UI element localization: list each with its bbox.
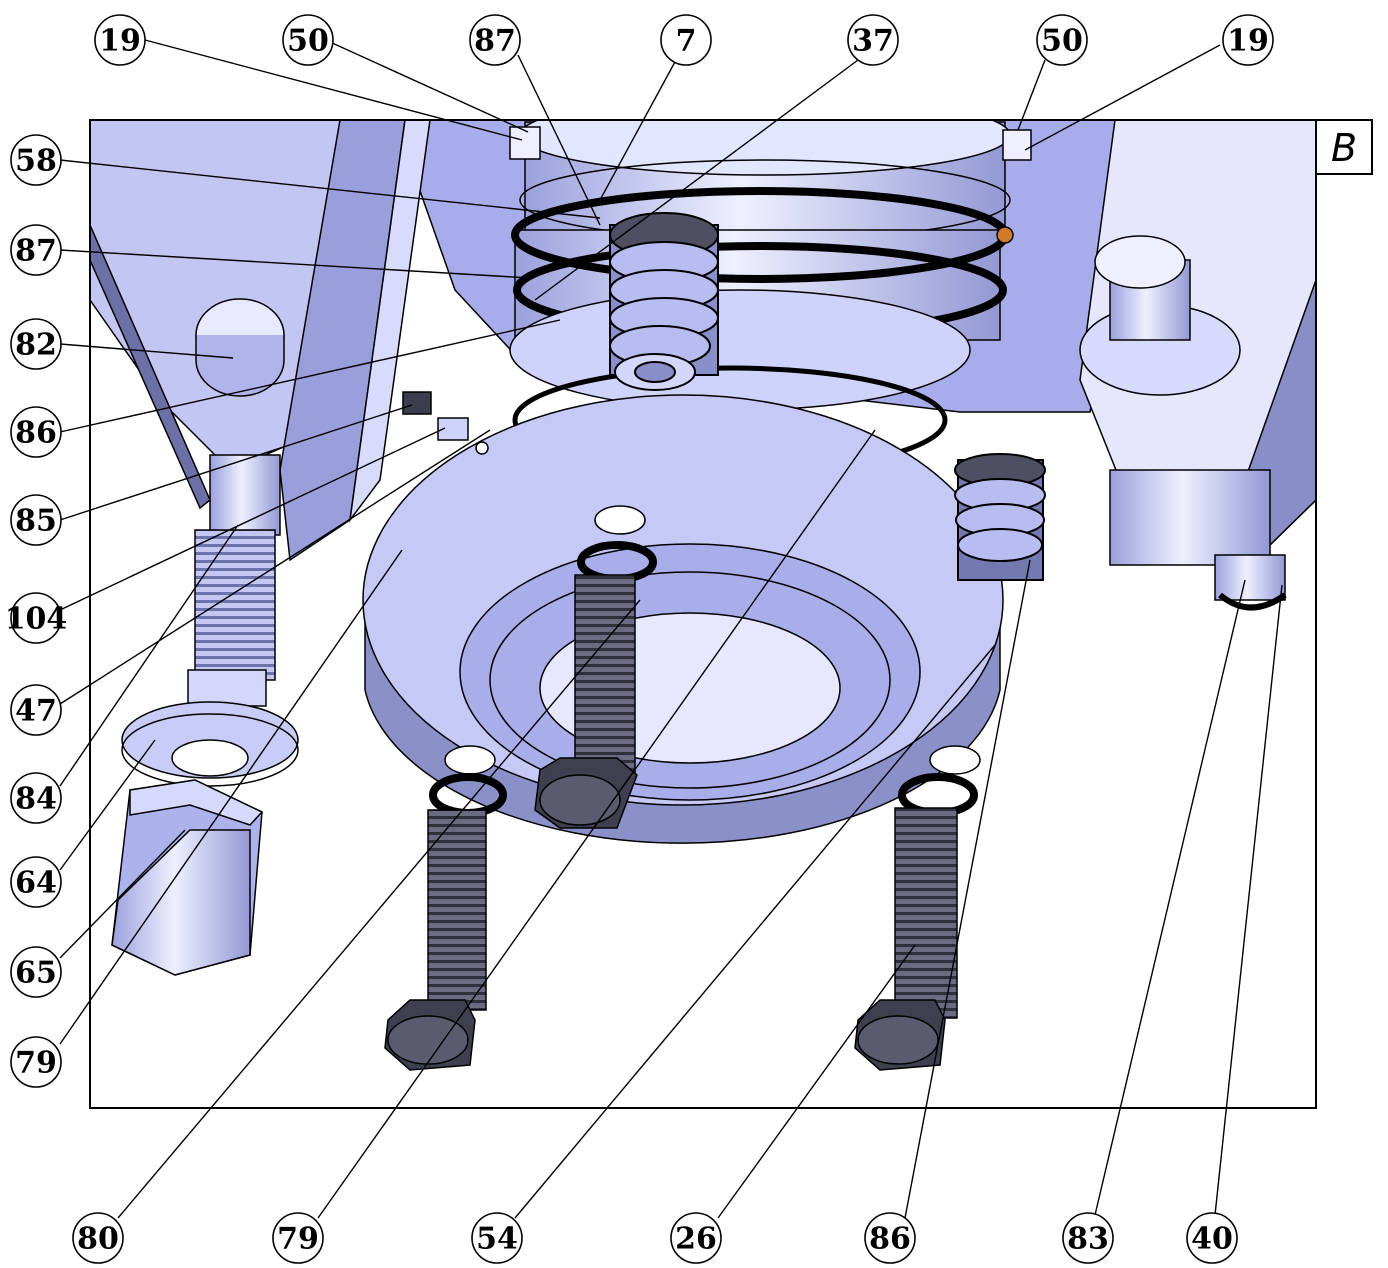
callout-circle <box>10 224 62 276</box>
callout-number: 86 <box>15 416 57 451</box>
small-fittings <box>402 126 1032 455</box>
bolt-left <box>384 773 507 1071</box>
callout-number: 37 <box>852 24 894 59</box>
callout-circle <box>94 14 146 66</box>
callout-left-87: 87 <box>10 224 62 276</box>
callout-top-87: 87 <box>469 14 521 66</box>
callout-bottom-40: 40 <box>1186 1212 1238 1264</box>
callout-circle <box>72 1212 124 1264</box>
callout-layer: 19 50 87 7 37 50 19 58 87 82 86 85 104 47 84 64 65 79 80 79… <box>5 14 1274 1264</box>
view-frame <box>89 119 1317 1109</box>
callout-top-19: 19 <box>94 14 146 66</box>
coil-spring-right <box>954 453 1046 581</box>
callout-circle <box>1062 1212 1114 1264</box>
callout-number: 19 <box>99 24 141 59</box>
callout-number: 50 <box>287 24 329 59</box>
callout-number: 86 <box>869 1222 911 1257</box>
callout-top-50: 50 <box>1036 14 1088 66</box>
callout-top-7: 7 <box>660 14 712 66</box>
callout-left-82: 82 <box>10 318 62 370</box>
callout-number: 80 <box>77 1222 119 1257</box>
callout-left-47: 47 <box>10 684 62 736</box>
callout-number: 87 <box>474 24 516 59</box>
callout-circle <box>10 856 62 908</box>
bolt-right <box>854 773 978 1071</box>
callout-number: 26 <box>675 1222 717 1257</box>
callout-left-86: 86 <box>10 406 62 458</box>
callout-number: 58 <box>15 144 57 179</box>
callout-bottom-26: 26 <box>670 1212 722 1264</box>
callout-number: 50 <box>1041 24 1083 59</box>
callout-number: 40 <box>1191 1222 1233 1257</box>
callout-circle <box>10 592 62 644</box>
callout-bottom-79: 79 <box>272 1212 324 1264</box>
view-label: B <box>1315 119 1373 175</box>
left-bracket <box>90 120 431 562</box>
callout-circle <box>282 14 334 66</box>
callout-top-19: 19 <box>1222 14 1274 66</box>
callout-number: 84 <box>15 782 57 817</box>
callout-number: 104 <box>5 602 68 637</box>
callout-number: 82 <box>15 328 57 363</box>
callout-left-65: 65 <box>10 946 62 998</box>
callout-circle <box>1186 1212 1238 1264</box>
left-washer-and-nut <box>111 701 299 976</box>
callout-circle <box>469 14 521 66</box>
callout-number: 79 <box>15 1046 57 1081</box>
callout-circle <box>10 406 62 458</box>
callout-circle <box>864 1212 916 1264</box>
callout-number: 54 <box>476 1222 518 1257</box>
callout-number: 65 <box>15 956 57 991</box>
callout-left-79: 79 <box>10 1036 62 1088</box>
callout-circle <box>272 1212 324 1264</box>
callout-left-58: 58 <box>10 134 62 186</box>
callout-top-50: 50 <box>282 14 334 66</box>
view-label-text: B <box>1331 126 1357 170</box>
callout-left-64: 64 <box>10 856 62 908</box>
callout-circle <box>10 946 62 998</box>
callout-bottom-86: 86 <box>864 1212 916 1264</box>
callout-left-85: 85 <box>10 494 62 546</box>
callout-number: 79 <box>277 1222 319 1257</box>
callout-circle <box>471 1212 523 1264</box>
callout-bottom-54: 54 <box>471 1212 523 1264</box>
leader-lines <box>59 39 1283 1219</box>
callout-number: 64 <box>15 866 57 901</box>
callout-number: 87 <box>15 234 57 269</box>
callout-number: 47 <box>15 694 57 729</box>
callout-circle <box>10 1036 62 1088</box>
coil-spring-center <box>609 212 719 391</box>
callout-left-104: 104 <box>5 592 68 644</box>
callout-bottom-83: 83 <box>1062 1212 1114 1264</box>
callout-number: 83 <box>1067 1222 1109 1257</box>
callout-circle <box>10 684 62 736</box>
callout-circle <box>10 318 62 370</box>
callout-top-37: 37 <box>847 14 899 66</box>
callout-circle <box>670 1212 722 1264</box>
callout-circle <box>1222 14 1274 66</box>
callout-circle <box>10 134 62 186</box>
callout-left-84: 84 <box>10 772 62 824</box>
callout-number: 19 <box>1227 24 1269 59</box>
callout-circle <box>10 772 62 824</box>
callout-number: 85 <box>15 504 57 539</box>
callout-circle <box>847 14 899 66</box>
assembly-illustration <box>90 120 1316 1108</box>
left-stud <box>187 454 281 707</box>
right-bracket <box>1079 120 1316 611</box>
callout-circle <box>660 14 712 66</box>
bolt-center <box>534 541 657 829</box>
callout-circle <box>1036 14 1088 66</box>
callout-number: 7 <box>676 24 697 59</box>
callout-circle <box>10 494 62 546</box>
callout-bottom-80: 80 <box>72 1212 124 1264</box>
